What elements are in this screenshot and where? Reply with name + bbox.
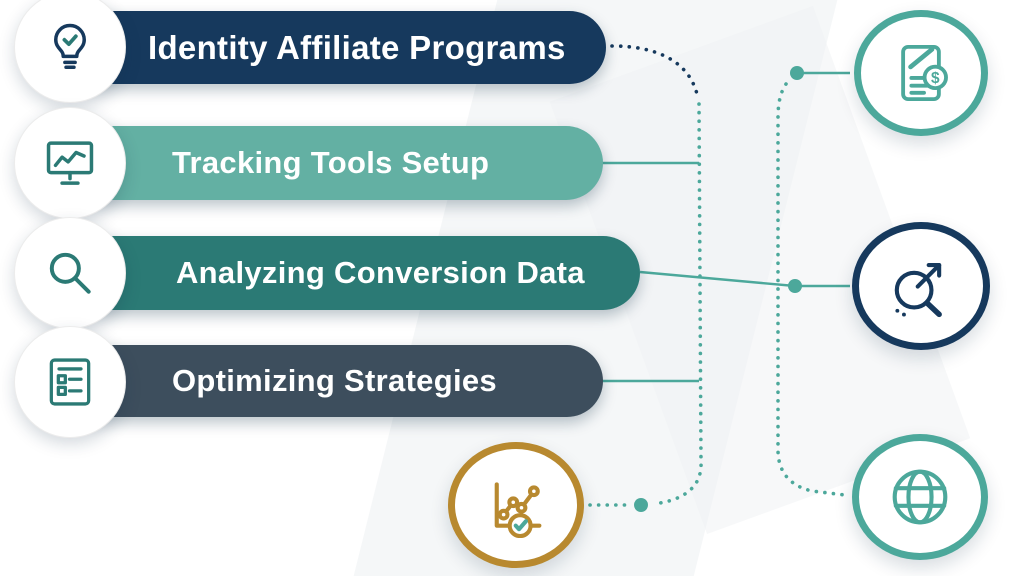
- solid-connectors: [601, 71, 850, 383]
- checklist-icon: [14, 326, 126, 438]
- step-bar-tracking-tools-setup: Tracking Tools Setup: [60, 126, 603, 200]
- dotted-connector-step1: [610, 44, 699, 96]
- step-bar-optimizing-strategies: Optimizing Strategies: [60, 345, 603, 417]
- search-growth-icon: [852, 222, 990, 350]
- dotted-connectors: [588, 82, 847, 507]
- analytics-monitor-icon: [14, 107, 126, 219]
- connector-dots: [634, 66, 804, 512]
- step-bar-analyzing-conversion-data: Analyzing Conversion Data: [60, 236, 640, 310]
- chart-check-icon: [448, 442, 584, 568]
- step-label: Tracking Tools Setup: [172, 145, 490, 180]
- step-label: Optimizing Strategies: [172, 363, 497, 398]
- dollar-glyph: $: [931, 70, 940, 87]
- step-bar-identify-affiliate-programs: Identity Affiliate Programs: [60, 11, 606, 84]
- invoice-dollar-icon: $: [854, 10, 988, 136]
- magnifier-icon: [14, 217, 126, 329]
- globe-icon: [852, 434, 988, 560]
- step-label: Analyzing Conversion Data: [176, 255, 585, 290]
- step-label: Identity Affiliate Programs: [148, 28, 566, 66]
- lightbulb-check-icon: [14, 0, 126, 103]
